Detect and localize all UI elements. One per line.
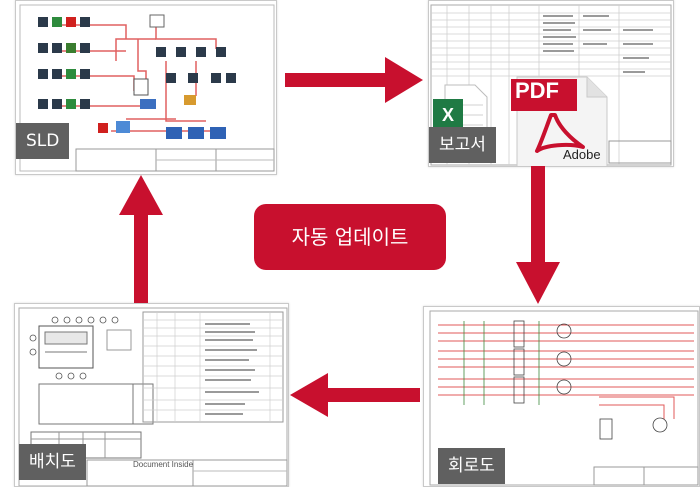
sld-panel[interactable]: SLD <box>15 0 277 175</box>
layout-drawing <box>18 307 288 486</box>
svg-text:X: X <box>442 105 454 125</box>
sld-tag: SLD <box>16 123 70 159</box>
arrow-left-icon <box>290 373 420 417</box>
circuit-tag: 회로도 <box>438 448 505 484</box>
arrow-up-icon <box>119 175 163 303</box>
auto-update-label: 자동 업데이트 <box>254 204 446 270</box>
layout-tag: 배치도 <box>19 444 86 480</box>
pdf-adobe-icon <box>511 73 611 166</box>
layout-panel[interactable]: Document Inside 배치도 <box>14 303 289 487</box>
arrow-right-icon <box>285 57 423 103</box>
report-tag: 보고서 <box>429 127 496 163</box>
adobe-label: Adobe <box>563 147 601 162</box>
circuit-panel[interactable]: 회로도 <box>423 306 700 487</box>
arrow-down-icon <box>516 166 560 304</box>
document-title: Document Inside <box>133 460 194 469</box>
pdf-label: PDF <box>515 78 559 103</box>
circuit-drawing <box>429 310 699 486</box>
report-panel[interactable]: X PDF Adobe 보고서 <box>428 0 674 167</box>
sld-drawing <box>19 4 275 172</box>
